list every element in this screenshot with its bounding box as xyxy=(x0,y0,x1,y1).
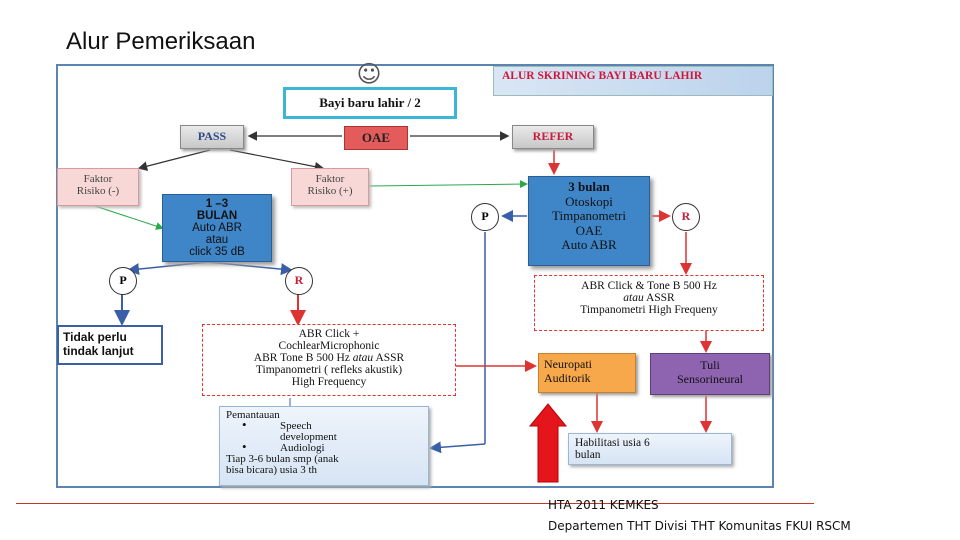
abr-click-tone: ABR Tone B 500 Hz xyxy=(253,352,350,364)
bullet-dot-icon: • xyxy=(242,439,247,454)
abr-box-line1: 1 –3 xyxy=(205,198,229,210)
pemantauan-bullet-2: • Audiologi xyxy=(226,439,422,454)
abr-box-line3: Auto ABR xyxy=(192,222,242,234)
abr-click-line3: ABR Tone B 500 Hz atau ASSR xyxy=(203,352,455,364)
neuropati-line2: Auditorik xyxy=(544,371,591,385)
pass-circle-right: P xyxy=(471,203,499,231)
footer-divider xyxy=(16,503,814,504)
header-text: ALUR SKRINING BAYI BARU LAHIR xyxy=(502,70,703,82)
abr-click-assr: ASSR xyxy=(375,352,405,364)
pemantauan-tail-1: Tiap 3-6 bulan smp (anak xyxy=(226,453,339,465)
oae-box: OAE xyxy=(344,126,408,150)
risk-positive-box: Faktor Risiko (+) xyxy=(291,168,369,206)
three-months-line3: Timpanometri xyxy=(552,208,626,223)
abr-box-line4: atau xyxy=(205,234,229,246)
refer-circle-left: R xyxy=(285,267,313,295)
pass-circle-left: P xyxy=(109,267,137,295)
no-follow-up-line1: Tidak perlu xyxy=(63,330,127,344)
bullet-1-line1: Speech xyxy=(280,420,312,432)
tuli-line1: Tuli xyxy=(700,358,720,372)
slide-title: Alur Pemeriksaan xyxy=(66,28,256,55)
three-months-line5: Auto ABR xyxy=(561,237,617,252)
risk-negative-line2: Risiko (-) xyxy=(76,185,120,197)
refer-box: REFER xyxy=(512,125,594,149)
abr-tone-line1: ABR Click & Tone B 500 Hz xyxy=(581,280,717,292)
pemantauan-bullet-1: • Speech development xyxy=(226,417,422,443)
abr-click-box: ABR Click + CochlearMicrophonic ABR Tone… xyxy=(202,324,456,396)
abr-1-3-months-box: 1 –3 BULAN Auto ABR atau click 35 dB xyxy=(162,194,272,262)
risk-negative-line1: Faktor xyxy=(83,173,113,185)
three-months-line1: 3 bulan xyxy=(568,179,610,194)
no-follow-up-line2: tindak lanjut xyxy=(63,344,134,358)
pass-box: PASS xyxy=(180,125,244,149)
bullet-1-line2: development xyxy=(280,431,337,443)
abr-box-line2: BULAN xyxy=(196,210,238,222)
refer-circle-right: R xyxy=(672,203,700,231)
habilitasi-box: Habilitasi usia 6 bulan xyxy=(568,433,732,465)
three-months-line2: Otoskopi xyxy=(565,193,613,209)
risk-negative-box: Faktor Risiko (-) xyxy=(57,168,139,206)
abr-tone-line2: atau ASSR xyxy=(535,292,763,304)
no-follow-up-box: Tidak perlu tindak lanjut xyxy=(57,325,163,365)
risk-positive-line2: Risiko (+) xyxy=(307,185,353,197)
tuli-box: Tuli Sensorineural xyxy=(650,353,770,395)
abr-click-line2: CochlearMicrophonic xyxy=(278,340,380,352)
abr-tone-box: ABR Click & Tone B 500 Hz atau ASSR Timp… xyxy=(534,275,764,331)
risk-positive-line1: Faktor xyxy=(315,173,345,185)
habilitasi-line2: bulan xyxy=(575,449,601,461)
neuropati-line1: Neuropati xyxy=(544,357,592,371)
newborn-label: Bayi baru lahir / 2 xyxy=(319,95,421,110)
diagram-header: ALUR SKRINING BAYI BARU LAHIR xyxy=(493,66,773,96)
bullet-dot-icon: • xyxy=(242,417,247,432)
newborn-box: Bayi baru lahir / 2 xyxy=(283,87,457,119)
neuropati-box: Neuropati Auditorik xyxy=(538,353,636,393)
abr-box-line5: click 35 dB xyxy=(189,246,245,258)
abr-tone-atau: atau xyxy=(623,292,644,304)
abr-tone-line3: Timpanometri High Frequeny xyxy=(580,304,718,316)
abr-tone-assr: ASSR xyxy=(645,292,675,304)
abr-click-line1: ABR Click + xyxy=(298,328,360,340)
pemantauan-title: Pemantauan xyxy=(226,409,280,421)
abr-click-atau: atau xyxy=(352,352,374,364)
footer-line1: HTA 2011 KEMKES xyxy=(548,498,659,512)
pemantauan-tail-2: bisa bicara) usia 3 th xyxy=(226,464,318,476)
three-months-line4: OAE xyxy=(575,222,603,238)
three-months-box: 3 bulan Otoskopi Timpanometri OAE Auto A… xyxy=(528,176,650,266)
tuli-line2: Sensorineural xyxy=(677,372,743,386)
smiley-icon: ☺ xyxy=(356,60,382,88)
pemantauan-box: Pemantauan • Speech development • Audiol… xyxy=(219,406,429,486)
footer-line2: Departemen THT Divisi THT Komunitas FKUI… xyxy=(548,519,851,533)
abr-click-line5: High Frequency xyxy=(291,376,367,388)
habilitasi-line1: Habilitasi usia 6 xyxy=(575,437,650,449)
abr-click-line4: Timpanometri ( refleks akustik) xyxy=(255,364,403,376)
bullet-2-line1: Audiologi xyxy=(280,442,325,454)
